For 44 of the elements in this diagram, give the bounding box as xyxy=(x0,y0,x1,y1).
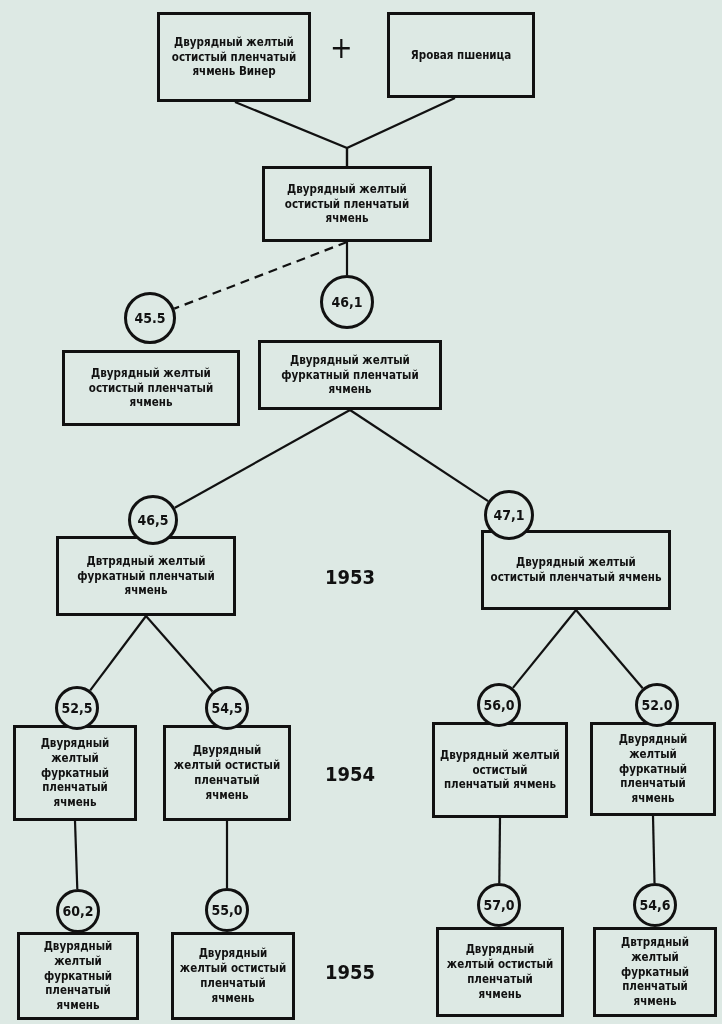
variety-box: Двурядный желтый остистый пленчатый ячмень xyxy=(481,530,671,610)
variety-box: Двурядный желтый остистый пленчатый ячмень xyxy=(163,725,291,821)
connector-line xyxy=(349,409,489,503)
variety-box: Двурядный желтый фуркатный пленчатый ячмень xyxy=(258,340,442,410)
yield-circle: 56,0 xyxy=(477,683,521,727)
year-label: 1954 xyxy=(325,762,376,786)
variety-box: Двурядный желтый фуркатный пленчатый ячмень xyxy=(17,932,139,1020)
variety-box: Двурядный желтый остистый пленчатый ячмень xyxy=(171,932,295,1020)
connector-line xyxy=(89,615,147,692)
yield-circle: 54,5 xyxy=(205,686,249,730)
year-label: 1955 xyxy=(325,960,376,984)
yield-circle: 52,5 xyxy=(55,686,99,730)
variety-box: Двурядный желтый остистый пленчатый ячмень xyxy=(262,166,432,242)
variety-box: Двтрядный желтый фуркатный пленчатый ячмень xyxy=(593,927,717,1017)
yield-circle: 60,2 xyxy=(56,889,100,933)
variety-box: Двурядный желтый остистый пленчатый ячмень xyxy=(62,350,240,426)
yield-circle: 47,1 xyxy=(484,490,534,540)
connector-line xyxy=(498,818,502,883)
connector-line xyxy=(345,97,456,166)
plus-sign: + xyxy=(330,30,353,65)
yield-circle: 46,5 xyxy=(128,495,178,545)
variety-box: Двурядный желтый остистый пленчатый ячмень xyxy=(432,722,568,818)
yield-circle: 45.5 xyxy=(124,292,176,344)
yield-circle: 57,0 xyxy=(477,883,521,927)
connector-line xyxy=(575,609,644,689)
variety-box: Двурядный желтый остистый пленчатый ячмень Винер xyxy=(157,12,311,102)
variety-box: Двтрядный желтый фуркатный пленчатый ячмень xyxy=(56,536,236,616)
yield-circle: 54,6 xyxy=(633,883,677,927)
connector-line xyxy=(651,815,656,884)
connector-line xyxy=(225,821,229,888)
yield-circle: 52.0 xyxy=(635,683,679,727)
yield-circle: 46,1 xyxy=(320,275,374,329)
connector-line xyxy=(145,615,214,693)
connector-line xyxy=(512,609,577,689)
year-label: 1953 xyxy=(325,565,376,589)
dashed-connector xyxy=(173,240,348,310)
connector-line xyxy=(345,242,349,275)
yield-circle: 55,0 xyxy=(205,888,249,932)
connector-line xyxy=(73,820,79,890)
variety-box: Яровая пшеница xyxy=(387,12,535,98)
variety-box: Двурядный желтый остистый пленчатый ячмень xyxy=(436,927,564,1017)
variety-box: Двурядный желтый фуркатный пленчатый ячмень xyxy=(13,725,137,821)
variety-box: Двурядный желтый фуркатный пленчатый ячмень xyxy=(590,722,716,816)
connector-line xyxy=(174,409,351,509)
